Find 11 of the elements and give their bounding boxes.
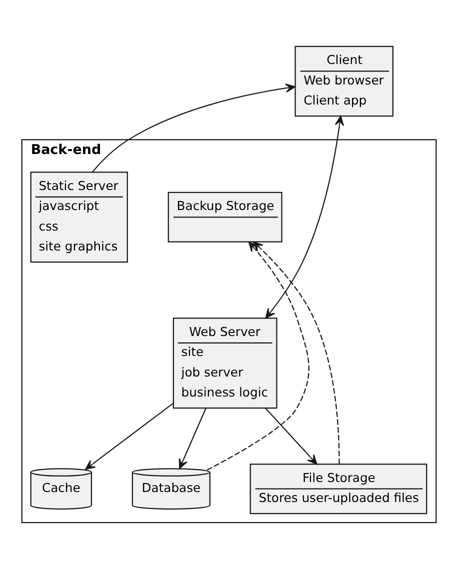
node-box: Client Web browser Client app: [294, 45, 394, 116]
node-box: Web Server site job server business logic: [172, 317, 278, 408]
node-box: Backup Storage: [168, 191, 282, 242]
arrow: [252, 240, 340, 464]
arrow: [264, 407, 318, 464]
node-box: Static Server javascript css site graphics: [30, 171, 128, 262]
arrow: [85, 402, 174, 470]
arrow: [265, 115, 344, 318]
arrow: [178, 407, 206, 469]
node-box: File Storage Stores user-uploaded files: [250, 463, 428, 514]
arrow: [92, 83, 296, 172]
